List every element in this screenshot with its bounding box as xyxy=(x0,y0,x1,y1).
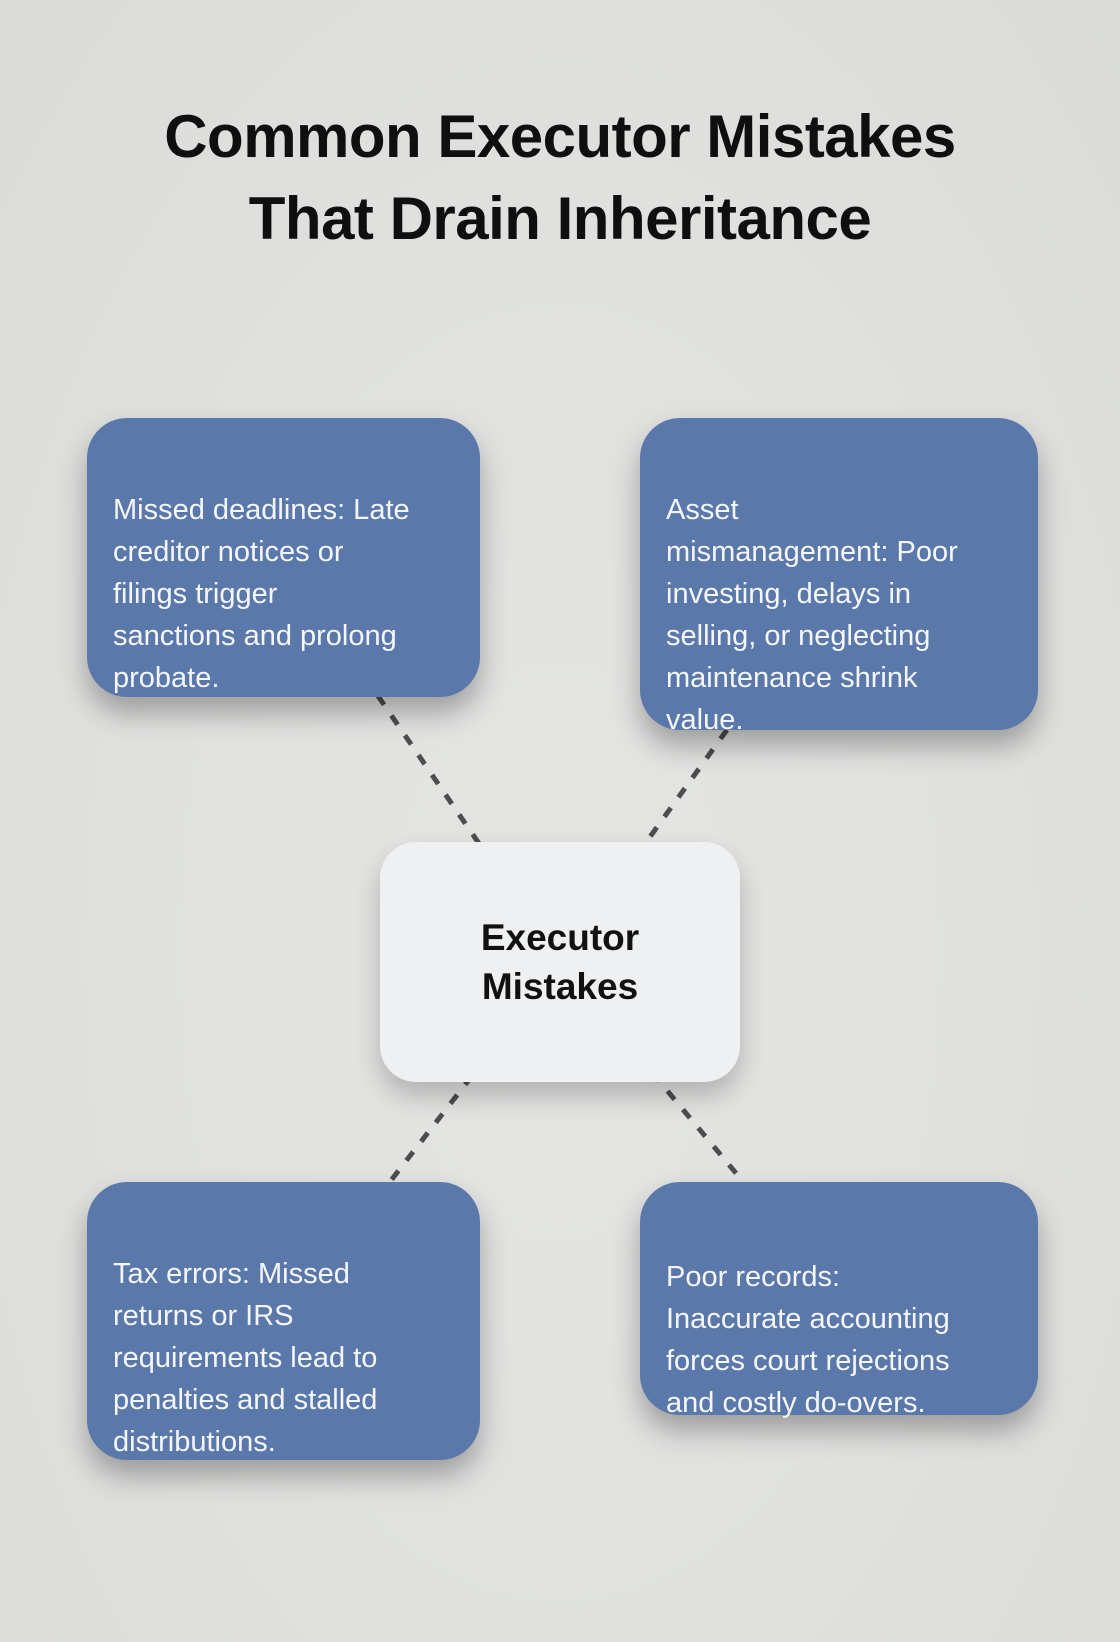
node-asset-mismanagement: Asset mismanagement: Poor investing, del… xyxy=(640,418,1038,736)
node-center-executor-mistakes: Executor Mistakes xyxy=(380,842,740,1082)
node-poor-records: Poor records: Inaccurate accounting forc… xyxy=(640,1182,1038,1419)
node-missed-deadlines: Missed deadlines: Late creditor notices … xyxy=(87,418,480,697)
node-center-label: Executor Mistakes xyxy=(480,917,640,1007)
node-tax-errors: Tax errors: Missed returns or IRS requir… xyxy=(87,1182,480,1460)
node-poor-records-text: Poor records: Inaccurate accounting forc… xyxy=(666,1261,950,1419)
node-tax-errors-text: Tax errors: Missed returns or IRS requir… xyxy=(113,1258,378,1458)
node-asset-mismanagement-text: Asset mismanagement: Poor investing, del… xyxy=(666,494,958,736)
page-title: Common Executor Mistakes That Drain Inhe… xyxy=(164,103,956,252)
node-missed-deadlines-text: Missed deadlines: Late creditor notices … xyxy=(113,494,410,694)
